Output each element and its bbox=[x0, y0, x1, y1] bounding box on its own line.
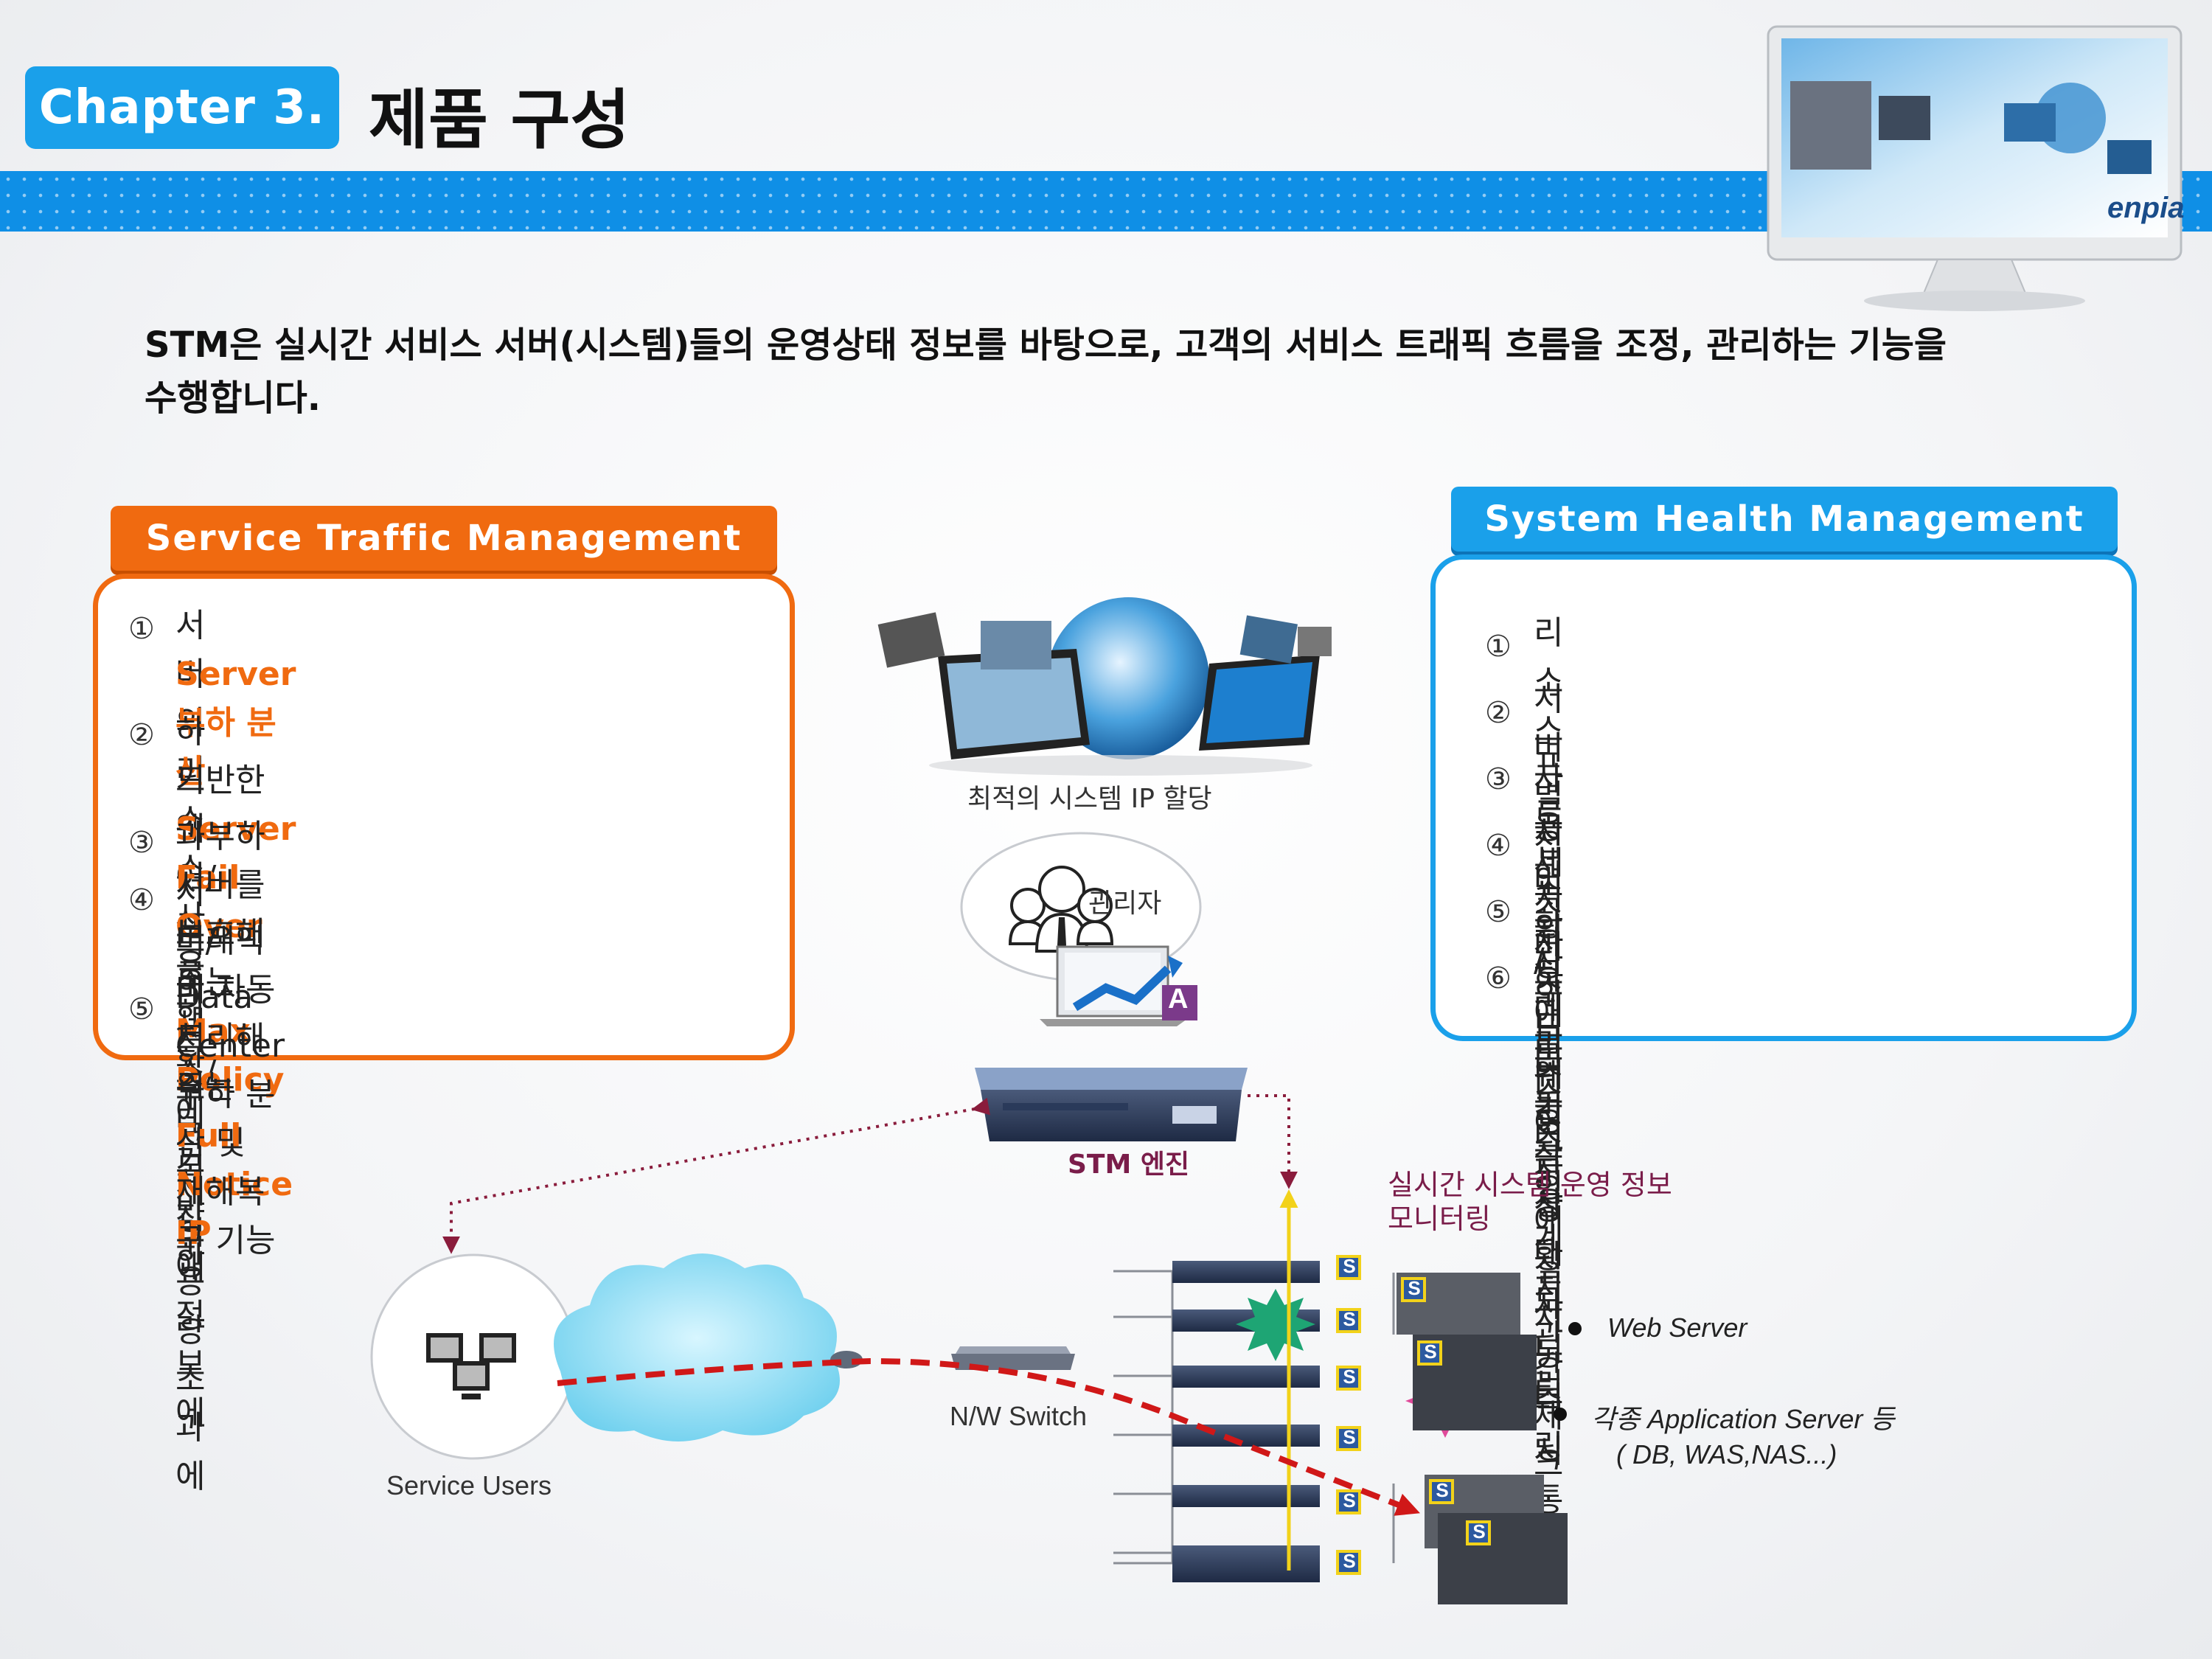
list-item-number: ⑤ bbox=[1485, 895, 1512, 929]
nw-switch-label: N/W Switch bbox=[950, 1401, 1088, 1431]
list-item: 서버별 접속자 수 모니터링 bbox=[1534, 681, 1564, 1205]
app-server-towers bbox=[1392, 1475, 1568, 1604]
server-badge: S bbox=[1343, 1308, 1356, 1330]
admin-illustration bbox=[960, 832, 1202, 1026]
list-item-number: ③ bbox=[128, 826, 155, 860]
list-item-number: ① bbox=[1485, 630, 1512, 664]
admin-badge-letter: A bbox=[1168, 984, 1189, 1015]
legend-bullet bbox=[1554, 1408, 1567, 1421]
list-item-highlight: Server 부하 분산 bbox=[175, 655, 296, 790]
server-badge: S bbox=[1343, 1366, 1356, 1388]
list-item-text: 트래픽의 자동처리해 주는 bbox=[175, 922, 276, 1106]
list-item: 트래픽의 자동처리해 주는 Full Notice IP bbox=[175, 917, 293, 1258]
service-traffic-box bbox=[93, 574, 795, 1060]
server-badges bbox=[1336, 1255, 1361, 1575]
list-item-number: ③ bbox=[1485, 762, 1512, 796]
web-server-towers bbox=[1392, 1273, 1537, 1430]
list-item: 서버의 리소스 사용 현황에 기반한 bbox=[175, 607, 206, 1277]
legend-bullet bbox=[1568, 1322, 1582, 1335]
ip-allocation-label: 최적의 시스템 IP 할당 bbox=[967, 784, 1212, 814]
intro-line-1: STM은 실시간 서비스 서버(시스템)들의 운영상태 정보를 바탕으로, 고객… bbox=[145, 324, 1947, 366]
legend-web-server: Web Server bbox=[1607, 1312, 1747, 1343]
list-item-number: ④ bbox=[1485, 829, 1512, 863]
alert-burst-green bbox=[1236, 1289, 1315, 1361]
list-item-number: ④ bbox=[128, 883, 155, 917]
list-item-highlight: Server Fail Over bbox=[175, 810, 296, 945]
server-badge: S bbox=[1343, 1489, 1356, 1512]
server-badge: S bbox=[1343, 1255, 1356, 1277]
server-badge: S bbox=[1343, 1550, 1356, 1572]
list-item-number: ② bbox=[128, 718, 155, 752]
admin-badge bbox=[1162, 985, 1197, 1020]
list-item: 프로세스 / 데몬 동작 상태 모니터링 bbox=[1534, 747, 1564, 1466]
list-item-number: ② bbox=[1485, 696, 1512, 730]
ip-allocation-illustration bbox=[877, 597, 1332, 776]
server-badge: S bbox=[1343, 1426, 1356, 1448]
list-item: 서버/네트워크 처리 용량 초과에 bbox=[175, 874, 217, 1495]
monitoring-label: 실시간 시스템 운영 정보 모니터링 bbox=[1388, 1168, 1672, 1236]
monitor-brand: enpia bbox=[2107, 192, 2184, 224]
list-item: 서버의 리소스 임계치 관리 bbox=[1534, 880, 1564, 1404]
server-badge: S bbox=[1408, 1277, 1421, 1299]
system-health-box bbox=[1430, 554, 2137, 1041]
stm-engine-device bbox=[975, 1068, 1248, 1141]
list-item-text: 기반한 bbox=[175, 762, 265, 799]
monitoring-label-line-2: 모니터링 bbox=[1388, 1203, 1491, 1235]
list-item-highlight: Max Policy bbox=[175, 1012, 285, 1099]
list-item-highlight: Full Notice IP bbox=[175, 1117, 293, 1252]
list-item: 하드웨어/프로세스/데몬 장애 정보에 bbox=[175, 713, 217, 1432]
traffic-flow-path bbox=[557, 1357, 1420, 1516]
stm-engine-label: STM 엔진 bbox=[1068, 1150, 1190, 1180]
list-item: 서버의 하드웨어 장애 실시간 체크 bbox=[1534, 813, 1564, 1484]
stm-user-connector bbox=[442, 1097, 991, 1254]
server-badge: S bbox=[1436, 1479, 1449, 1501]
admin-label: 관리자 bbox=[1088, 888, 1162, 919]
service-traffic-title: Service Traffic Management bbox=[111, 506, 777, 571]
server-badge: S bbox=[1472, 1520, 1486, 1543]
internet-cloud bbox=[554, 1253, 840, 1441]
list-item: Data Center 부하 분산 및 재해복구 기능 bbox=[175, 978, 285, 1259]
list-item-number: ⑥ bbox=[1485, 961, 1512, 995]
users-computers-icon bbox=[426, 1333, 516, 1399]
chapter-badge: Chapter 3. bbox=[25, 66, 339, 149]
list-item: 과부하 서버를 보호해 주는 Max Policy bbox=[175, 813, 284, 1105]
service-users-circle bbox=[370, 1253, 577, 1460]
list-item-number: ① bbox=[128, 612, 155, 646]
system-health-title: System Health Management bbox=[1451, 487, 2118, 552]
monitor-illustration: enpia bbox=[1767, 25, 2184, 311]
list-item-number: ⑤ bbox=[128, 992, 155, 1026]
list-item: 리소스 사용 현황 모니터링 bbox=[1534, 614, 1564, 1138]
server-badge: S bbox=[1424, 1340, 1437, 1363]
stm-server-connector bbox=[1248, 1094, 1298, 1189]
legend-app-server-sub: ( DB, WAS,NAS...) bbox=[1616, 1439, 1837, 1470]
list-item-text: 과부하 서버를 보호해 주는 bbox=[175, 818, 265, 1001]
legend-app-server: 각종 Application Server 등 bbox=[1591, 1404, 1895, 1434]
intro-text: STM은 실시간 서비스 서버(시스템)들의 운영상태 정보를 바탕으로, 고객… bbox=[145, 319, 2150, 425]
monitoring-label-line-1: 실시간 시스템 운영 정보 bbox=[1388, 1169, 1672, 1201]
list-item: 기반한 Server Fail Over bbox=[175, 757, 296, 951]
intro-line-2: 수행합니다. bbox=[145, 378, 321, 419]
service-users-label: Service Users bbox=[386, 1470, 552, 1500]
page-title: 제품 구성 bbox=[369, 82, 630, 158]
